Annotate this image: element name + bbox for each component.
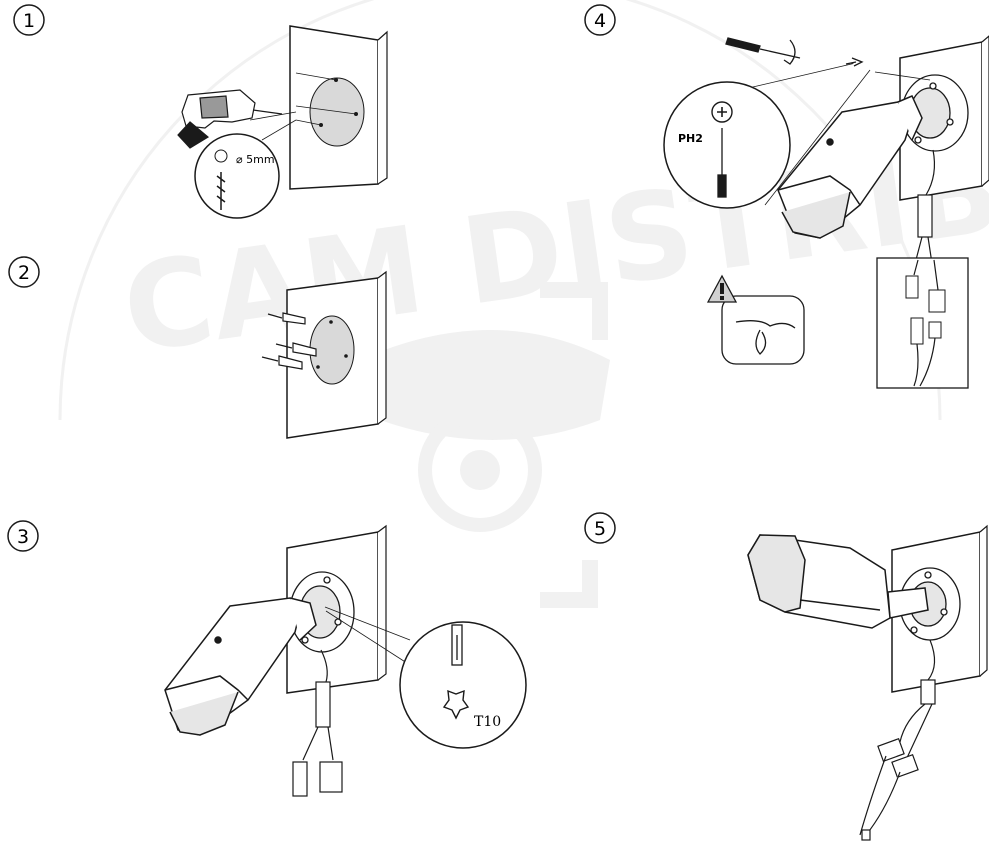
- step-5: 5: [584, 512, 988, 841]
- cable-connector-icon: [911, 149, 937, 291]
- step-2: 2: [8, 256, 387, 439]
- camera-icon: [747, 534, 929, 629]
- detail-callout: PH2: [663, 61, 931, 209]
- mount-template: [309, 77, 365, 147]
- cable-connector-icon: [292, 649, 343, 797]
- step-3: 3: [7, 520, 527, 797]
- torx-size-label: T10: [474, 714, 501, 730]
- step-number-badge: 4: [584, 4, 616, 36]
- cable-detail-box: [876, 257, 969, 389]
- step-number-badge: 1: [13, 4, 45, 36]
- detail-callout: ⌀ 5mm: [194, 133, 280, 219]
- step-number: 4: [594, 10, 606, 32]
- detail-callout: T10: [399, 621, 527, 749]
- drill-icon: [177, 89, 283, 149]
- warning-panel: [706, 274, 805, 365]
- leader-lines: [249, 72, 357, 141]
- wall-anchor-icon: [261, 312, 317, 370]
- step-number: 2: [18, 262, 30, 284]
- watermark: CAM DISTRIBUTOR: [58, 0, 989, 608]
- drill-bit-size-label: ⌀ 5mm: [236, 153, 275, 166]
- watermark-dome-camera-icon: [360, 330, 610, 532]
- screwdriver-icon: [717, 128, 727, 198]
- step-number-badge: 2: [8, 256, 40, 288]
- step-1: 1 ⌀ 5mm: [13, 4, 388, 219]
- step-number-badge: 5: [584, 512, 616, 544]
- screwdriver-icon: [451, 624, 463, 666]
- camera-icon: [777, 95, 923, 239]
- step-number: 3: [17, 526, 29, 548]
- torx-icon: [442, 689, 470, 720]
- screwdriver-icon: [725, 37, 864, 67]
- step-number: 5: [594, 518, 606, 540]
- step-4: 4: [584, 4, 989, 389]
- phillips-size-label: PH2: [678, 132, 703, 145]
- warning-icon: [706, 274, 738, 303]
- step-number: 1: [23, 10, 35, 32]
- cable-connector-icon: [859, 639, 936, 841]
- mount-base: [901, 74, 969, 152]
- step-number-badge: 3: [7, 520, 39, 552]
- phillips-icon: [711, 101, 733, 123]
- camera-icon: [164, 597, 317, 736]
